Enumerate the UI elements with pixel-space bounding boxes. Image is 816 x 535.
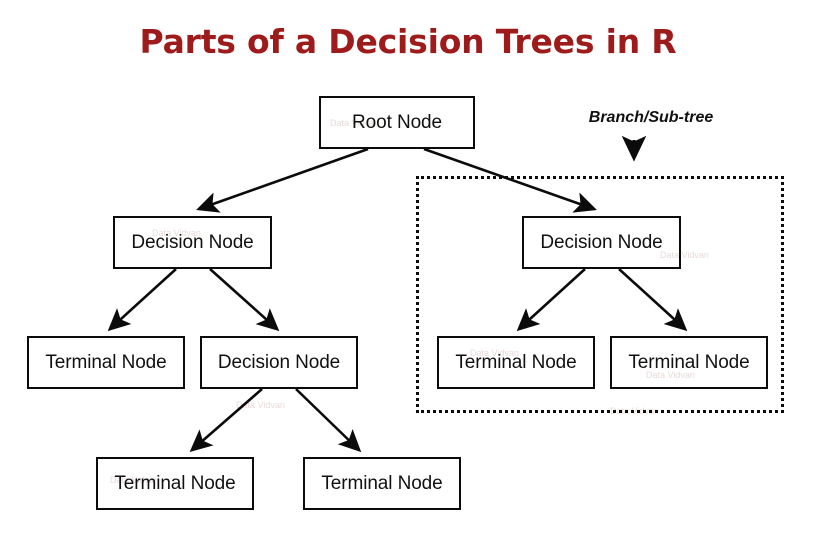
node-decision-right[interactable]: Decision Node xyxy=(522,216,681,269)
node-terminal-left-1[interactable]: Terminal Node xyxy=(27,336,185,389)
node-decision-left[interactable]: Decision Node xyxy=(113,216,272,269)
node-terminal-right-2[interactable]: Terminal Node xyxy=(610,336,768,389)
edge-decision-left-to-decision-mid xyxy=(209,268,280,332)
branch-subtree-label: Branch/Sub-tree xyxy=(588,109,714,126)
edge-decision-mid-to-terminal-b2 xyxy=(295,388,362,453)
node-terminal-right-1[interactable]: Terminal Node xyxy=(437,336,595,389)
node-decision-mid[interactable]: Decision Node xyxy=(200,336,358,389)
watermark: Data Vidvan xyxy=(236,400,285,410)
page-title: Parts of a Decision Trees in R xyxy=(139,22,677,61)
node-terminal-bottom-1[interactable]: Terminal Node xyxy=(96,457,254,510)
node-terminal-bottom-2[interactable]: Terminal Node xyxy=(303,457,461,510)
branch-subtree-region xyxy=(416,176,784,413)
edge-root-to-decision-left xyxy=(196,147,369,213)
edge-decision-left-to-terminal-l1 xyxy=(107,268,177,332)
edge-decision-mid-to-terminal-b1 xyxy=(189,388,263,453)
node-root[interactable]: Root Node xyxy=(319,96,475,149)
